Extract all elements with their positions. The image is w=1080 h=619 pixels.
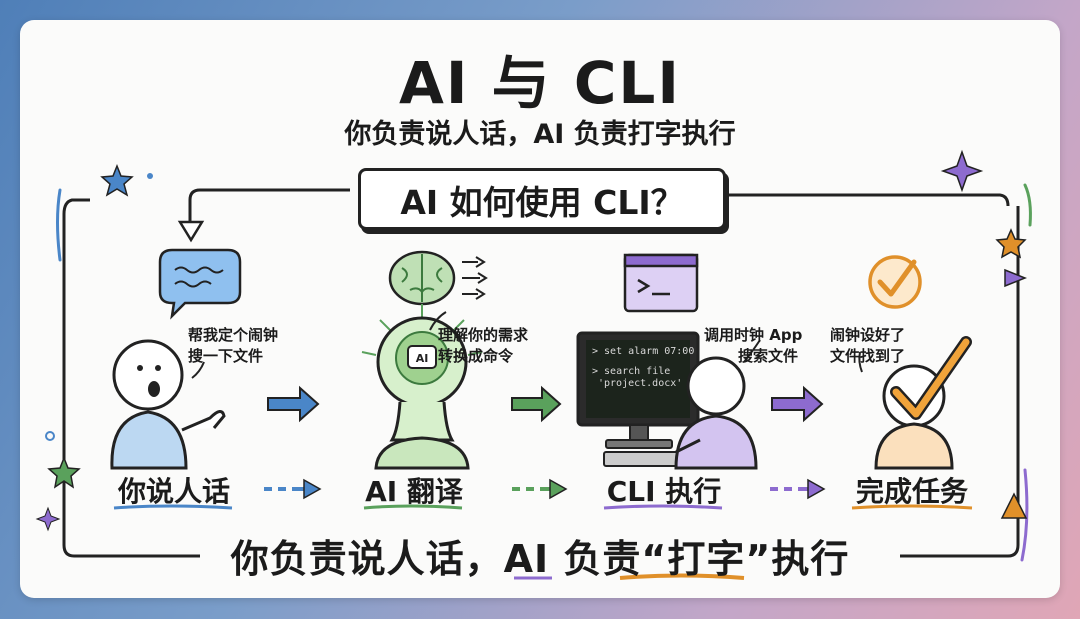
- sparkle-icon: [35, 506, 61, 532]
- star-icon: [47, 455, 81, 489]
- step1-caption: 帮我定个闹钟 搜一下文件: [188, 325, 278, 367]
- slogan-part5: 执行: [771, 537, 850, 581]
- terminal-line-2: > search file: [592, 366, 670, 377]
- slogan-part1: 你负责说人话，: [230, 537, 504, 581]
- page-title: AI 与 CLI: [399, 49, 681, 117]
- slogan-part3: 负责: [549, 537, 642, 581]
- question-box: [358, 168, 726, 230]
- step2-caption: 理解你的需求 转换成命令: [438, 325, 528, 367]
- flow-loop-left: [62, 198, 200, 558]
- flow-loop-line: [188, 188, 350, 225]
- arrow-right-icon: [1004, 268, 1028, 288]
- slogan-typing: “打字”: [641, 537, 772, 581]
- arrow-up-icon: [1000, 492, 1028, 519]
- terminal-line-1: > set alarm 07:00: [592, 346, 694, 357]
- arrow-step1-to-step2: [267, 385, 320, 423]
- ai-chip-label: AI: [416, 352, 429, 365]
- person-done-figure: [858, 336, 972, 470]
- checkmark-circle-icon: [868, 255, 922, 309]
- star-icon: [100, 163, 134, 197]
- arrow-step2-to-step3: [511, 385, 562, 423]
- page-subtitle: 你负责说人话，AI 负责打字执行: [344, 119, 736, 150]
- step4-caption-line1: 闹钟设好了: [830, 326, 906, 344]
- star-icon: [995, 228, 1027, 259]
- person-typing-figure: [674, 339, 761, 470]
- step2-caption-line2: 转换成命令: [438, 347, 514, 365]
- step1-caption-line2: 搜一下文件: [188, 347, 264, 365]
- label-arrow-3: [770, 478, 826, 500]
- diagram-card: [20, 20, 1060, 598]
- step4-label: 完成任务: [855, 475, 968, 508]
- step3-label: CLI 执行: [606, 475, 722, 508]
- label-arrow-2: [512, 478, 568, 500]
- step4-caption: 闹钟设好了 文件找到了: [830, 325, 905, 367]
- step3-caption-line2: 搜索文件: [738, 347, 799, 365]
- flow-loop-top-right: [725, 193, 1010, 207]
- step4-caption-line2: 文件找到了: [830, 347, 906, 365]
- sparkle-icon: [940, 149, 984, 193]
- step3-caption-line1: 调用时钟 App: [704, 326, 803, 344]
- step3-caption: 调用时钟 App 搜索文件: [704, 325, 802, 367]
- arrow-step3-to-step4: [771, 385, 824, 423]
- step1-label: 你说人话: [117, 475, 230, 508]
- person-speaking-figure: [110, 339, 226, 470]
- chat-bubble-icon: [158, 248, 242, 320]
- step2-caption-line1: 理解你的需求: [438, 326, 529, 344]
- step2-label: AI 翻译: [365, 475, 463, 508]
- terminal-window-icon: [623, 253, 699, 313]
- computer-monitor-figure: > set alarm 07:00 > search file 'project…: [576, 331, 700, 467]
- terminal-line-3: 'project.docx': [598, 378, 682, 389]
- bottom-slogan: 你负责说人话，AI 负责“打字”执行: [0, 528, 1080, 583]
- brain-icon: [388, 250, 488, 306]
- label-arrow-1: [264, 478, 322, 500]
- step1-caption-line1: 帮我定个闹钟: [188, 326, 279, 344]
- question-text: AI 如何使用 CLI？: [400, 183, 684, 222]
- flow-loop-right: [900, 206, 1020, 558]
- flow-loop-arrowhead: [177, 220, 205, 243]
- lightbulb-ai-figure: AI: [361, 304, 483, 470]
- slogan-ai: AI: [503, 537, 550, 581]
